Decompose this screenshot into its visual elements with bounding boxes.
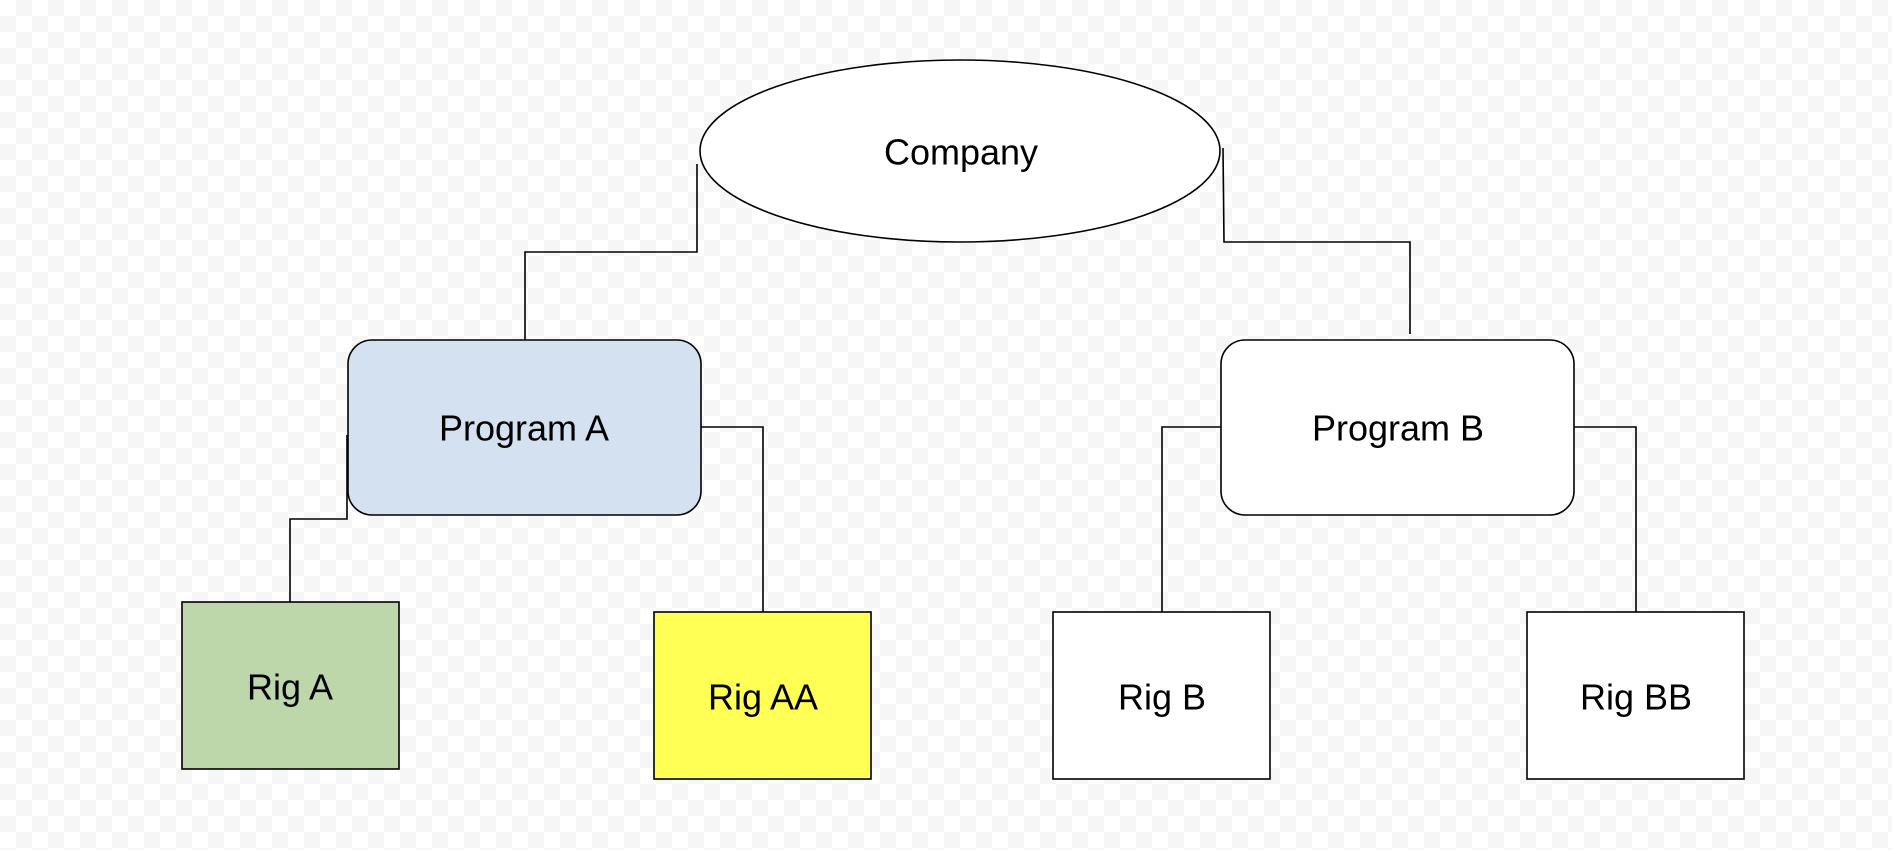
node-rig-bb[interactable]: Rig BB (1526, 611, 1745, 780)
edge-program-a-rig-a (289, 435, 348, 602)
program-a-label: Program A (439, 408, 609, 449)
edge-program-a-rig-aa (701, 426, 764, 612)
rig-a-box (181, 601, 400, 770)
edge-program-b-rig-bb (1574, 426, 1637, 612)
node-rig-a[interactable]: Rig A (181, 601, 400, 770)
edge-company-program-b (1222, 147, 1411, 334)
rig-bb-box (1526, 611, 1745, 780)
company-label: Company (884, 132, 1038, 173)
program-a-box (347, 339, 702, 516)
program-b-label: Program B (1312, 408, 1484, 449)
rig-aa-label: Rig AA (708, 677, 818, 718)
rig-a-label: Rig A (247, 667, 333, 708)
node-company[interactable]: Company (699, 59, 1221, 243)
node-program-b[interactable]: Program B (1220, 339, 1575, 516)
rig-b-box (1052, 611, 1271, 780)
connectors (289, 147, 1637, 612)
node-program-a[interactable]: Program A (347, 339, 702, 516)
node-rig-aa[interactable]: Rig AA (653, 611, 872, 780)
node-rig-b[interactable]: Rig B (1052, 611, 1271, 780)
rig-bb-label: Rig BB (1580, 677, 1692, 718)
edge-company-program-a (524, 164, 698, 340)
program-b-box (1220, 339, 1575, 516)
rig-aa-box (653, 611, 872, 780)
rig-b-label: Rig B (1118, 677, 1206, 718)
edge-program-b-rig-b (1161, 426, 1221, 612)
company-ellipse (699, 59, 1221, 243)
